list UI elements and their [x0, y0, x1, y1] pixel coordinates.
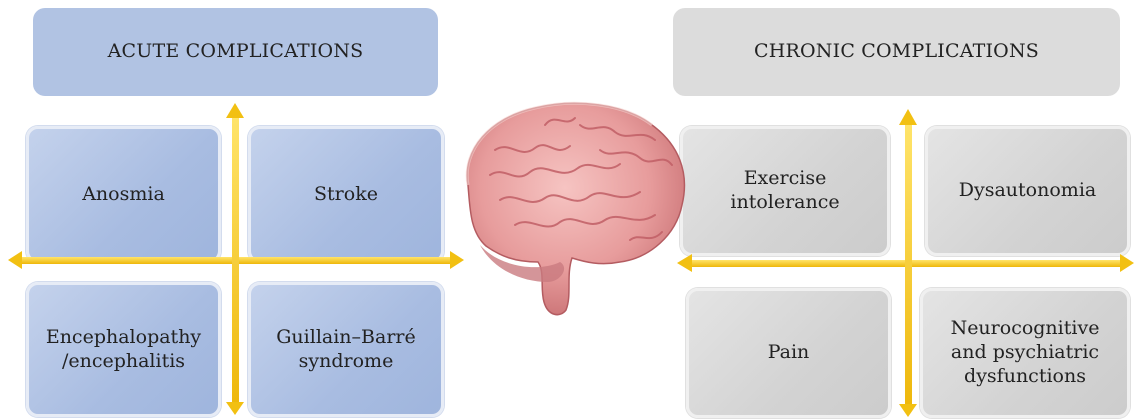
acute-complications-title: ACUTE COMPLICATIONS — [33, 8, 438, 96]
chronic-item-neurocognitive: Neurocognitive and psychiatric dysfuncti… — [920, 288, 1130, 418]
chronic-vertical-arrow — [899, 109, 917, 417]
chronic-item-pain: Pain — [686, 288, 891, 418]
brain-icon — [465, 101, 686, 316]
chronic-item-dysautonomia: Dysautonomia — [925, 126, 1130, 256]
acute-item-encephalopathy: Encephalopathy /encephalitis — [26, 282, 221, 417]
acute-item-anosmia: Anosmia — [26, 126, 221, 263]
chronic-complications-title: CHRONIC COMPLICATIONS — [673, 8, 1120, 96]
acute-item-stroke: Stroke — [248, 126, 444, 263]
acute-vertical-arrow — [226, 103, 244, 415]
acute-item-guillain-barre: Guillain–Barré syndrome — [248, 282, 444, 417]
